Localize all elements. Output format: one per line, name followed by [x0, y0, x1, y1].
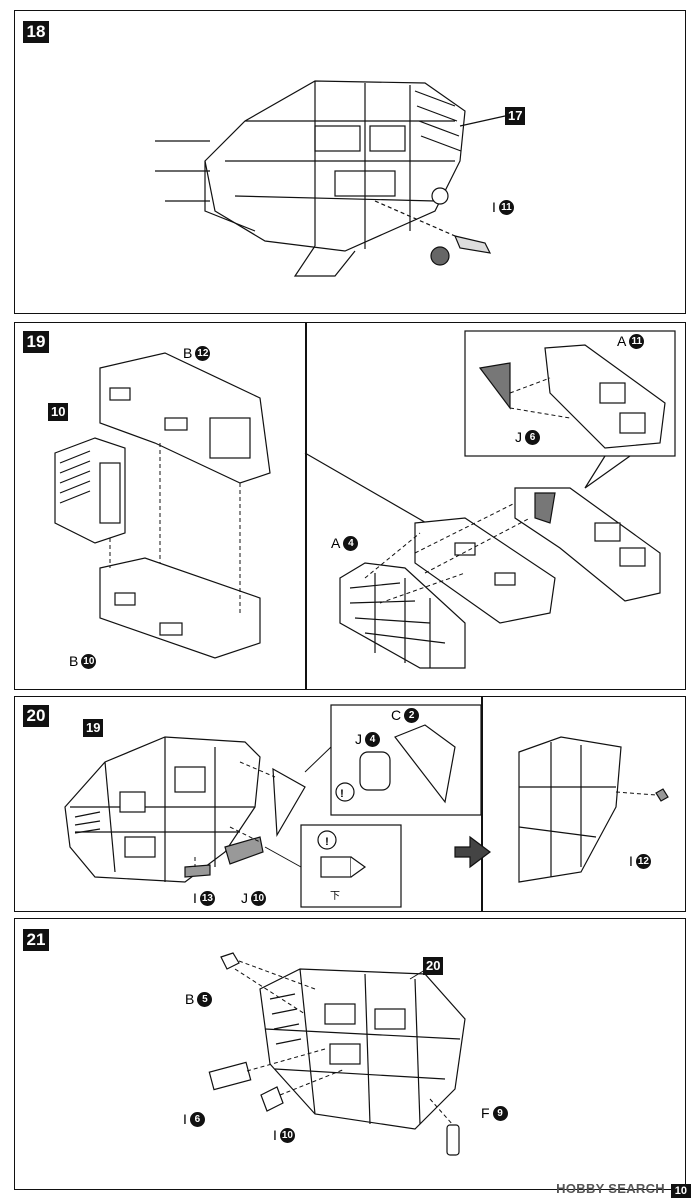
part-number-circle: 12 — [635, 853, 651, 869]
step-20-number: 20 — [23, 705, 49, 727]
part-number-circle: 11 — [629, 333, 645, 349]
step-21-ref-20: 20 — [423, 957, 444, 975]
part-letter: A — [617, 333, 627, 349]
step-20-part-C2: C 2 — [391, 707, 420, 723]
step-20-panel: 20 — [14, 696, 686, 912]
step-21-panel: 21 2 — [14, 918, 686, 1190]
step-21-part-F9: F 9 — [481, 1105, 508, 1121]
part-number-circle: 10 — [279, 1127, 295, 1143]
part-number-circle: 6 — [189, 1111, 205, 1127]
part-letter: I — [273, 1127, 277, 1143]
step-19-part-J6: J 6 — [515, 429, 540, 445]
step-21-number: 21 — [23, 929, 49, 951]
step-20-part-J4: J 4 — [355, 731, 380, 747]
step-20-ref-19: 19 — [83, 719, 104, 737]
step-21-part-I10: I 10 — [273, 1127, 295, 1143]
step-18-ref-17: 17 — [505, 107, 526, 125]
part-letter: B — [185, 991, 195, 1007]
part-letter: I — [183, 1111, 187, 1127]
step-20-part-I13: I 13 — [193, 890, 215, 906]
step-18-number: 18 — [23, 21, 49, 43]
part-letter: B — [69, 653, 79, 669]
part-letter: F — [481, 1105, 490, 1121]
step-21-part-I6: I 6 — [183, 1111, 205, 1127]
part-letter: I — [629, 853, 633, 869]
warning-mark-1: ! — [340, 788, 344, 800]
watermark: HOBBY SEARCH — [556, 1181, 665, 1196]
warning-mark-2: ! — [325, 836, 329, 848]
step-19-divider — [305, 323, 307, 689]
part-letter: I — [492, 199, 496, 215]
part-letter: B — [183, 345, 193, 361]
step-19-part-A11: A 11 — [617, 333, 645, 349]
part-number-circle: 5 — [197, 991, 213, 1007]
page-number: 10 — [670, 1184, 691, 1198]
step-19-part-B10: B 10 — [69, 653, 97, 669]
part-letter: J — [355, 731, 362, 747]
step-19-part-B12: B 12 — [183, 345, 211, 361]
step-18-panel: 18 17 — [14, 10, 686, 314]
part-letter: I — [193, 890, 197, 906]
part-number-circle: 10 — [251, 890, 266, 906]
step-21-part-B5: B 5 — [185, 991, 213, 1007]
part-letter: A — [331, 535, 341, 551]
part-number-circle: 10 — [81, 653, 97, 669]
part-number-circle: 13 — [199, 890, 215, 906]
part-number-circle: 2 — [404, 707, 420, 723]
part-number-circle: 6 — [525, 429, 540, 445]
step-20-divider — [481, 697, 483, 911]
step-20-part-J10: J 10 — [241, 890, 266, 906]
step-19-right-illustration — [304, 330, 676, 669]
part-letter: C — [391, 707, 402, 723]
part-number-circle: 4 — [343, 535, 359, 551]
part-number-circle: 12 — [195, 345, 211, 361]
part-number-circle: 11 — [498, 199, 514, 215]
step-20-right-illustration — [518, 736, 669, 883]
part-letter: J — [515, 429, 522, 445]
step-19-number: 19 — [23, 331, 49, 353]
step-20-left-illustration: ! ! 下 — [64, 704, 491, 908]
step-19-panel: 19 10 B 12 B 10 — [14, 322, 686, 690]
step-20-part-I12: I 12 — [629, 853, 651, 869]
part-number-circle: 9 — [492, 1105, 508, 1121]
part-letter: J — [241, 890, 248, 906]
step-18-part-I11: I 11 — [492, 199, 514, 215]
step-19-ref-10: 10 — [48, 403, 69, 421]
step-19-part-A4: A 4 — [331, 535, 359, 551]
cut-mark: 下 — [330, 891, 340, 902]
step-21-illustration — [208, 952, 466, 1156]
step-19-left-illustration — [54, 352, 271, 659]
part-number-circle: 4 — [365, 731, 380, 747]
step-18-ship-illustration — [155, 80, 506, 277]
